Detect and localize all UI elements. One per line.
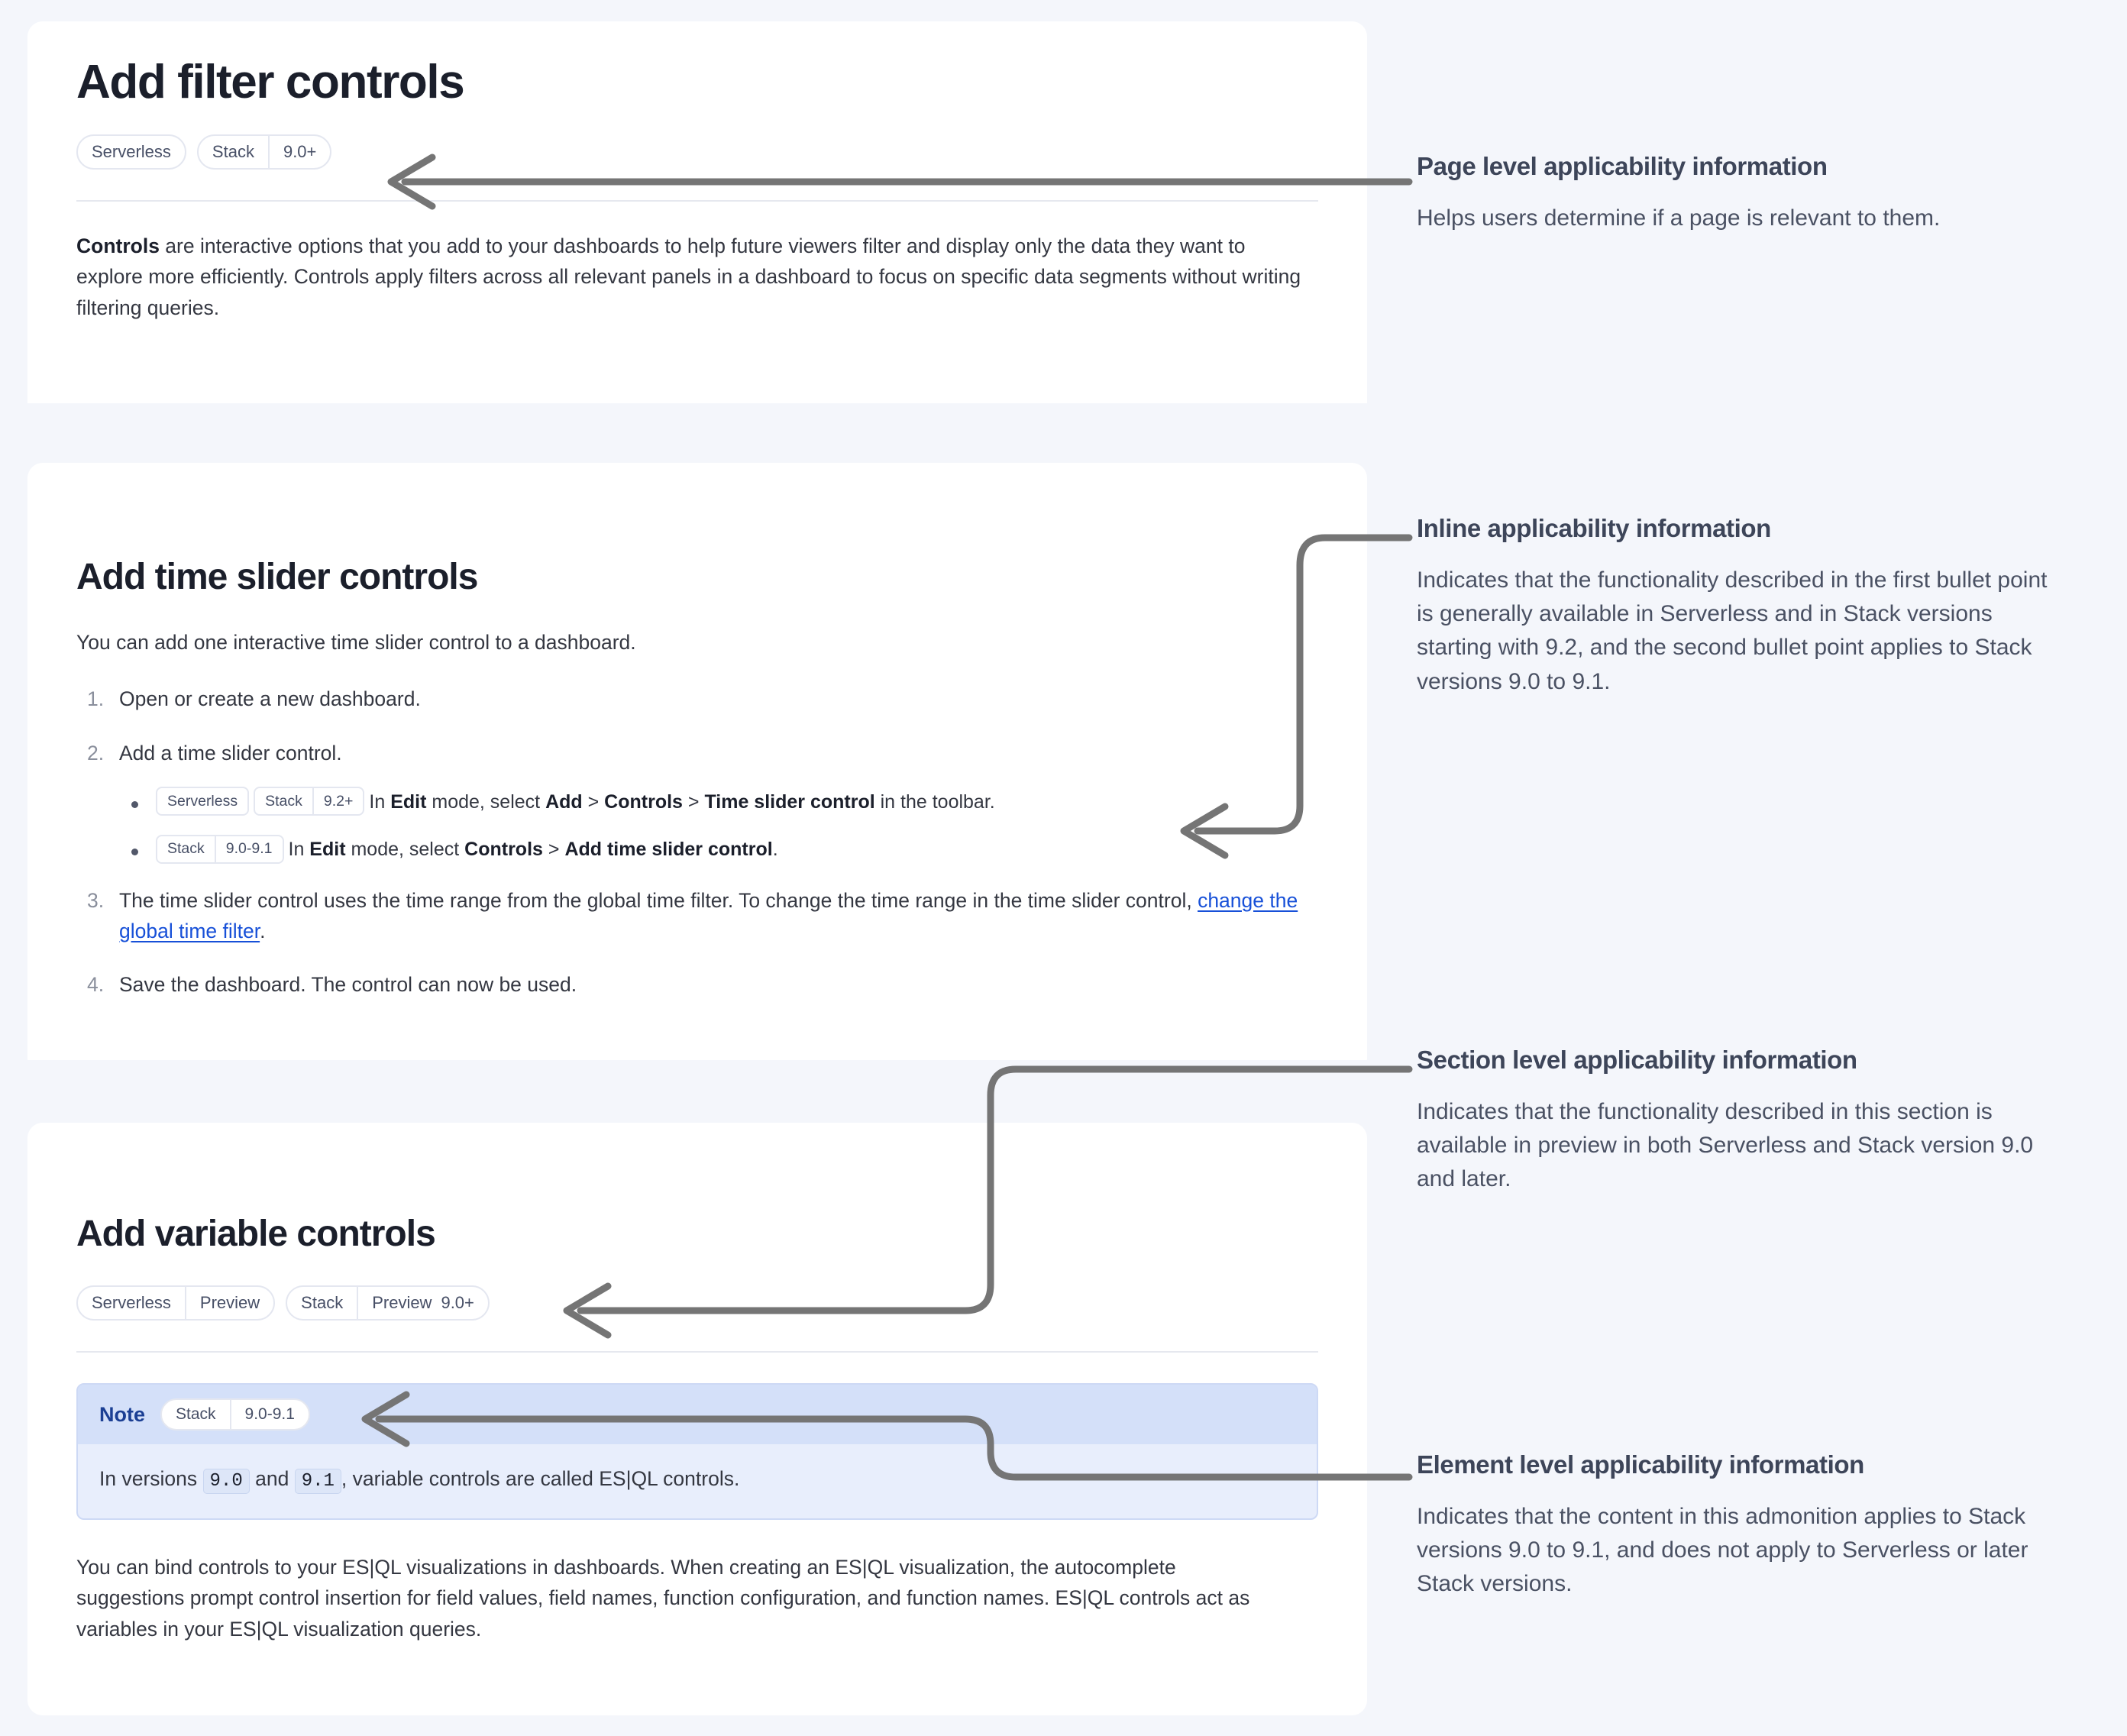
emphasis-text: Edit xyxy=(309,839,346,861)
section-divider xyxy=(76,1351,1318,1353)
note-text-mid: and xyxy=(249,1467,295,1491)
plain-text: mode, select xyxy=(426,790,546,813)
badge-segment-label: Serverless xyxy=(167,792,238,810)
annotation-body: Indicates that the functionality describ… xyxy=(1417,567,2048,694)
badge-segment-label: Stack xyxy=(167,840,205,858)
step-text: Add a time slider control. xyxy=(119,741,342,765)
time-slider-steps: Open or create a new dashboard. Add a ti… xyxy=(76,684,1318,1000)
note-label: Note xyxy=(99,1402,145,1426)
page-applicability-badges: Serverless Stack 9.0+ xyxy=(76,134,1318,170)
badge-segment-lifecycle: Preview xyxy=(184,1287,273,1320)
step-item: Save the dashboard. The control can now … xyxy=(76,969,1318,1001)
badge-segment-label: Stack xyxy=(265,792,302,810)
annotation-element-level: Element level applicability information … xyxy=(1417,1450,2058,1602)
page-title: Add filter controls xyxy=(76,56,465,108)
annotation-page-level: Page level applicability information Hel… xyxy=(1417,151,2058,235)
plain-text: . xyxy=(772,839,778,861)
section-title-variable-controls: Add variable controls xyxy=(76,1214,436,1254)
annotation-inline: Inline applicability information Indicat… xyxy=(1417,513,2058,699)
annotation-title: Element level applicability information xyxy=(1417,1450,1864,1479)
step-text: Open or create a new dashboard. xyxy=(119,687,421,711)
section-applicability-badges: Serverless Preview Stack Preview 9.0+ xyxy=(76,1285,1318,1321)
plain-text: In xyxy=(288,839,310,861)
emphasis-text: Controls xyxy=(464,839,543,861)
plain-text: In xyxy=(369,790,391,813)
section-title-time-slider: Add time slider controls xyxy=(76,557,478,597)
variable-controls-section-card: Add variable controls Serverless Preview… xyxy=(27,1123,1367,1715)
note-text-after: , variable controls are called ES|QL con… xyxy=(341,1467,740,1491)
badge-segment-version: 9.0-9.1 xyxy=(229,1400,309,1430)
annotation-section-level: Section level applicability information … xyxy=(1417,1045,2058,1197)
plain-text: mode, select xyxy=(345,839,465,861)
step-text-before: The time slider control uses the time ra… xyxy=(119,888,1198,912)
step-item: Open or create a new dashboard. xyxy=(76,684,1318,715)
badge-segment-version: 9.0+ xyxy=(267,136,330,169)
variable-controls-paragraph: You can bind controls to your ES|QL visu… xyxy=(76,1556,1250,1641)
step-text-after: . xyxy=(260,920,266,943)
annotation-title: Section level applicability information xyxy=(1417,1046,1857,1074)
note-admonition: Note Stack 9.0-9.1 In versions 9.0 and 9… xyxy=(76,1383,1318,1521)
badge-serverless[interactable]: Serverless xyxy=(76,134,186,170)
step-sub-list: Serverless Stack 9.2+ In Edit mode, sele… xyxy=(119,787,1318,865)
note-text-before: In versions xyxy=(99,1467,203,1491)
badge-version: 9.0+ xyxy=(441,1293,474,1313)
code-version-91: 9.1 xyxy=(294,1469,341,1495)
sub-item-text: In Edit mode, select Controls > Add time… xyxy=(289,839,778,860)
badge-stack-note[interactable]: Stack 9.0-9.1 xyxy=(160,1398,310,1431)
header-divider xyxy=(76,200,1318,202)
annotation-title: Inline applicability information xyxy=(1417,514,1771,542)
emphasis-text: Edit xyxy=(390,790,427,813)
badge-segment-lifecycle-version: Preview 9.0+ xyxy=(357,1287,488,1320)
badge-segment-label: Stack xyxy=(301,1293,344,1313)
annotation-body: Indicates that the content in this admon… xyxy=(1417,1503,2028,1597)
emphasis-text: Time slider control xyxy=(704,790,875,813)
badge-segment-label: Stack xyxy=(212,142,254,162)
badge-segment-label: Serverless xyxy=(92,1293,171,1313)
time-slider-section-card: Add time slider controls You can add one… xyxy=(27,463,1367,1074)
badge-serverless-inline[interactable]: Serverless xyxy=(156,787,250,816)
sub-item-text: In Edit mode, select Add > Controls > Ti… xyxy=(369,791,994,813)
plain-text: > xyxy=(682,790,705,813)
badge-serverless-preview[interactable]: Serverless Preview xyxy=(76,1285,276,1321)
intro-paragraph: Controls are interactive options that yo… xyxy=(76,231,1306,323)
sub-item: Stack 9.0-9.1 In Edit mode, select Contr… xyxy=(119,834,1318,865)
page-header-card: Add filter controls Serverless Stack 9.0… xyxy=(27,21,1367,419)
emphasis-text: Add xyxy=(545,790,583,813)
intro-lead: Controls xyxy=(76,234,160,258)
link-change-global-time-filter[interactable]: change the global time filter xyxy=(119,888,1298,943)
badge-segment-version: 9.0-9.1 xyxy=(214,836,283,862)
plain-text: > xyxy=(542,839,565,861)
doc-column: Add filter controls Serverless Stack 9.0… xyxy=(27,21,1367,1715)
annotation-title: Page level applicability information xyxy=(1417,152,1828,180)
emphasis-text: Controls xyxy=(604,790,683,813)
note-header: Note Stack 9.0-9.1 xyxy=(78,1385,1317,1445)
sub-item: Serverless Stack 9.2+ In Edit mode, sele… xyxy=(119,787,1318,817)
intro-rest: are interactive options that you add to … xyxy=(76,234,1301,319)
emphasis-text: Add time slider control xyxy=(564,839,773,861)
step-item: The time slider control uses the time ra… xyxy=(76,885,1298,947)
badge-segment-version: 9.2+ xyxy=(312,788,363,815)
badge-stack-inline[interactable]: Stack 9.2+ xyxy=(254,787,365,816)
note-body: In versions 9.0 and 9.1, variable contro… xyxy=(78,1444,1317,1518)
annotation-body: Indicates that the functionality describ… xyxy=(1417,1098,2034,1192)
step-item: Add a time slider control. Serverless St… xyxy=(76,738,1318,865)
badge-stack-preview[interactable]: Stack Preview 9.0+ xyxy=(286,1285,490,1321)
badge-stack[interactable]: Stack 9.0+ xyxy=(196,134,332,170)
step-text: Save the dashboard. The control can now … xyxy=(119,973,577,997)
time-slider-intro: You can add one interactive time slider … xyxy=(76,631,636,655)
code-version-90: 9.0 xyxy=(202,1469,250,1495)
plain-text: in the toolbar. xyxy=(874,790,995,813)
badge-segment-label: Stack xyxy=(176,1405,216,1424)
badge-stack-inline[interactable]: Stack 9.0-9.1 xyxy=(156,834,284,864)
annotation-body: Helps users determine if a page is relev… xyxy=(1417,205,1941,231)
plain-text: > xyxy=(582,790,605,813)
badge-segment-label: Serverless xyxy=(92,142,171,162)
badge-lifecycle: Preview xyxy=(372,1293,432,1313)
